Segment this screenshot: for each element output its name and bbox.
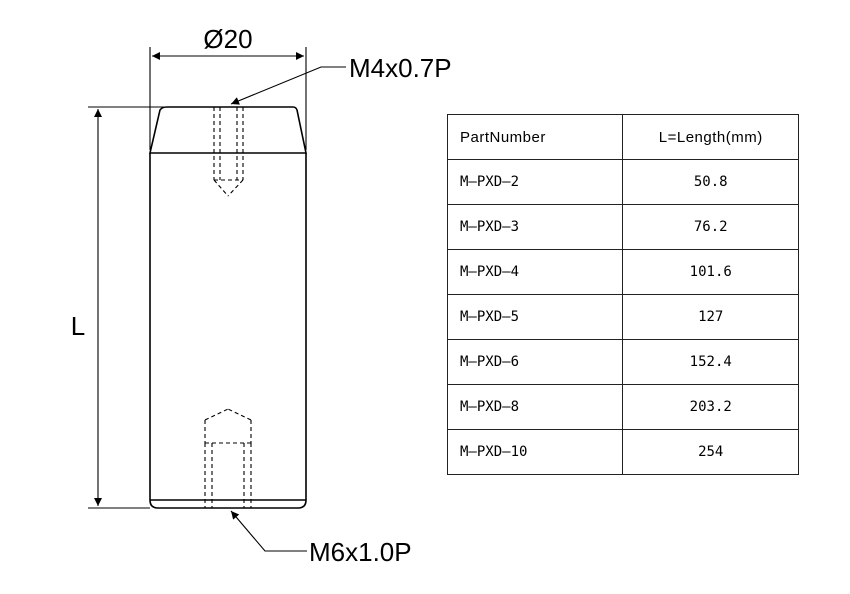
table-header-row: PartNumber L=Length(mm) [446, 114, 799, 160]
table-row: M–PXD–4 101.6 [446, 249, 799, 295]
length-dimension [88, 106, 190, 509]
standoff-chamfer-top [148, 106, 307, 154]
length-cell: 101.6 [622, 249, 799, 295]
standoff-cylinder [149, 153, 307, 509]
diameter-dimension [149, 47, 307, 150]
part-number-cell: M–PXD–10 [446, 429, 624, 475]
part-number-cell: M–PXD–5 [446, 294, 624, 340]
length-cell: 203.2 [622, 384, 799, 430]
bottom-thread-leader [230, 510, 307, 552]
length-cell: 152.4 [622, 339, 799, 385]
table-row: M–PXD–5 127 [446, 294, 799, 340]
table-row: M–PXD–3 76.2 [446, 204, 799, 250]
table-row: M–PXD–6 152.4 [446, 339, 799, 385]
standoff-body [148, 106, 307, 509]
top-thread-leader [230, 66, 346, 105]
diameter-label: Ø20 [203, 24, 252, 54]
table-row: M–PXD–10 254 [446, 429, 799, 475]
length-cell: 254 [622, 429, 799, 475]
part-number-cell: M–PXD–4 [446, 249, 624, 295]
top-thread-label: M4x0.7P [349, 53, 452, 83]
top-threaded-hole [213, 107, 244, 197]
part-number-cell: M–PXD–6 [446, 339, 624, 385]
bottom-threaded-hole [204, 408, 252, 508]
length-cell: 127 [622, 294, 799, 340]
length-label: L [71, 311, 85, 341]
part-number-cell: M–PXD–2 [446, 159, 624, 205]
length-cell: 50.8 [622, 159, 799, 205]
part-length-table: PartNumber L=Length(mm) M–PXD–2 50.8 M–P… [446, 114, 799, 475]
table-row: M–PXD–2 50.8 [446, 159, 799, 205]
part-number-cell: M–PXD–3 [446, 204, 624, 250]
column-header-part-number: PartNumber [446, 114, 624, 160]
table-row: M–PXD–8 203.2 [446, 384, 799, 430]
bottom-thread-label: M6x1.0P [309, 537, 412, 567]
column-header-length: L=Length(mm) [622, 114, 799, 160]
part-number-cell: M–PXD–8 [446, 384, 624, 430]
length-cell: 76.2 [622, 204, 799, 250]
